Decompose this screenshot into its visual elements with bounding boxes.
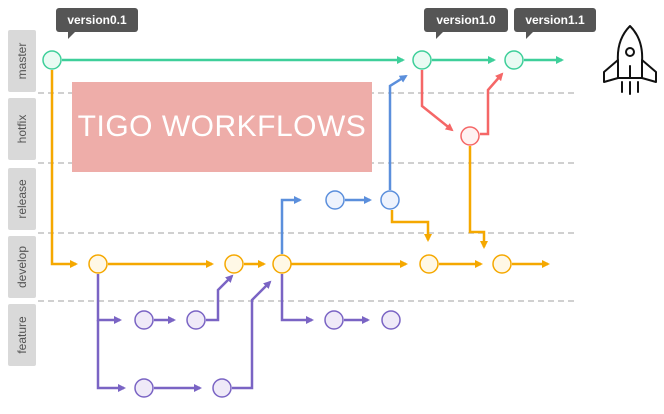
release-branch (280, 74, 408, 254)
feature-commits (134, 310, 401, 398)
version-tag: version1.0 (424, 8, 508, 39)
commit-node (42, 50, 62, 70)
hotfix-commits (460, 126, 480, 146)
version-tag-label: version1.1 (525, 13, 585, 27)
version-tag: version1.1 (514, 8, 596, 39)
commit-node (325, 190, 345, 210)
commit-node (504, 50, 524, 70)
commit-node (460, 126, 480, 146)
lane-label-feature: feature (8, 304, 36, 366)
lane-label-release: release (8, 168, 36, 230)
title-banner: TIGO WORKFLOWS (72, 82, 372, 172)
commit-node (212, 378, 232, 398)
commit-node (88, 254, 108, 274)
commit-node (492, 254, 512, 274)
develop-commits (88, 254, 512, 274)
commit-node (324, 310, 344, 330)
version-tag-label: version0.1 (67, 13, 127, 27)
commit-node (134, 378, 154, 398)
commit-node (224, 254, 244, 274)
commit-node (380, 190, 400, 210)
release-commits (325, 190, 400, 210)
lane-label-develop: develop (8, 236, 36, 298)
version-tag: version0.1 (56, 8, 138, 39)
master-commits (42, 50, 524, 70)
commit-node (272, 254, 292, 274)
commit-node (412, 50, 432, 70)
commit-node (134, 310, 154, 330)
commit-node (186, 310, 206, 330)
hotfix-branch (420, 70, 504, 136)
version-tag-label: version1.0 (436, 13, 496, 27)
develop-branch (50, 70, 550, 268)
commit-node (381, 310, 401, 330)
rocket-icon (603, 25, 657, 95)
feature-branches (96, 274, 370, 392)
diagram-title: TIGO WORKFLOWS (77, 110, 367, 143)
lane-label-hotfix: hotfix (8, 98, 36, 160)
lane-divider (38, 232, 574, 234)
commit-node (419, 254, 439, 274)
lane-divider (38, 300, 574, 302)
lane-label-master: master (8, 30, 36, 92)
